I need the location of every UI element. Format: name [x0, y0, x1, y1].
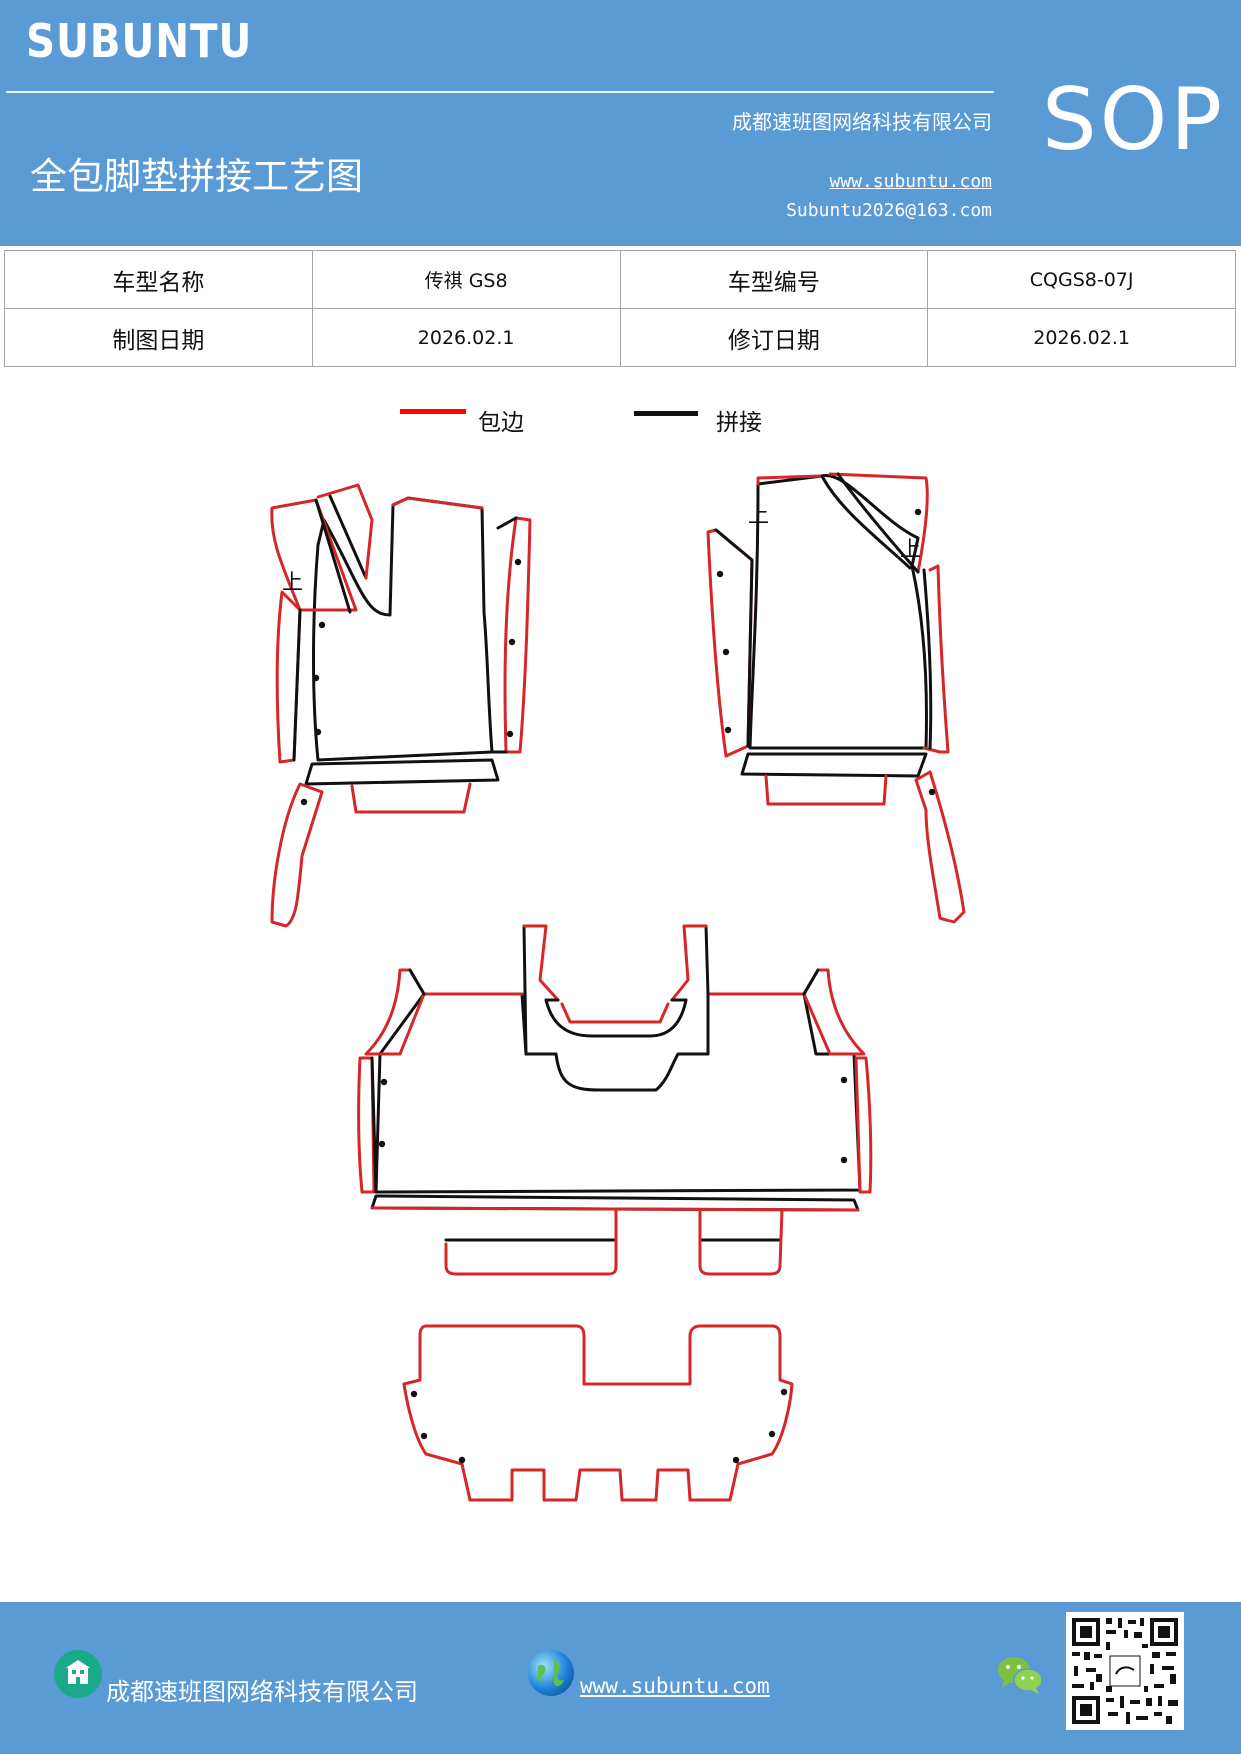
- brand-logo: SUBUNTU: [26, 14, 253, 68]
- email-address[interactable]: Subuntu2026@163.com: [786, 200, 992, 221]
- third-row-mat: [402, 1324, 794, 1502]
- up-mark: 上: [748, 503, 769, 527]
- second-row-mat: [357, 924, 873, 1276]
- revise-date-value: 2026.02.1: [927, 308, 1236, 367]
- passenger-front-mat: [706, 472, 966, 924]
- globe-icon: [528, 1650, 574, 1696]
- wechat-icon[interactable]: [996, 1654, 1044, 1696]
- qr-code[interactable]: [1066, 1612, 1184, 1730]
- legend-edge-swatch: [400, 409, 466, 414]
- info-table: 车型名称 传祺 GS8 车型编号 CQGS8-07J 制图日期 2026.02.…: [4, 250, 1236, 367]
- draw-date-value: 2026.02.1: [311, 308, 621, 367]
- table-row: 车型名称 传祺 GS8 车型编号 CQGS8-07J: [4, 250, 1236, 309]
- footer-company-name: 成都速班图网络科技有限公司: [106, 1678, 418, 1706]
- up-mark: 上: [900, 537, 921, 561]
- page-title: 全包脚垫拼接工艺图: [30, 155, 363, 198]
- header-divider: [6, 91, 994, 93]
- legend-splice-swatch: [634, 411, 698, 416]
- model-code-label: 车型编号: [619, 250, 929, 309]
- driver-front-mat: [270, 483, 532, 928]
- draw-date-label: 制图日期: [4, 308, 313, 367]
- legend-edge-label: 包边: [478, 410, 524, 436]
- model-name-label: 车型名称: [4, 250, 313, 309]
- footer-banner: 成都速班图网络科技有限公司 www.subuntu.com: [0, 1602, 1241, 1754]
- header-banner: SUBUNTU SOP 全包脚垫拼接工艺图 成都速班图网络科技有限公司 www.…: [0, 0, 1241, 246]
- revise-date-label: 修订日期: [619, 308, 929, 367]
- company-name: 成都速班图网络科技有限公司: [732, 110, 992, 134]
- website-link[interactable]: www.subuntu.com: [829, 171, 992, 192]
- footer-website-link[interactable]: www.subuntu.com: [580, 1674, 770, 1698]
- model-code-value: CQGS8-07J: [927, 250, 1236, 309]
- model-name-value: 传祺 GS8: [311, 250, 621, 309]
- legend-splice-label: 拼接: [716, 410, 762, 436]
- up-mark: 上: [282, 570, 303, 594]
- doc-code: SOP: [1042, 70, 1226, 170]
- building-icon: [54, 1650, 102, 1698]
- table-row: 制图日期 2026.02.1 修订日期 2026.02.1: [4, 308, 1236, 367]
- floor-mat-diagram: 上 上 上: [270, 472, 966, 1502]
